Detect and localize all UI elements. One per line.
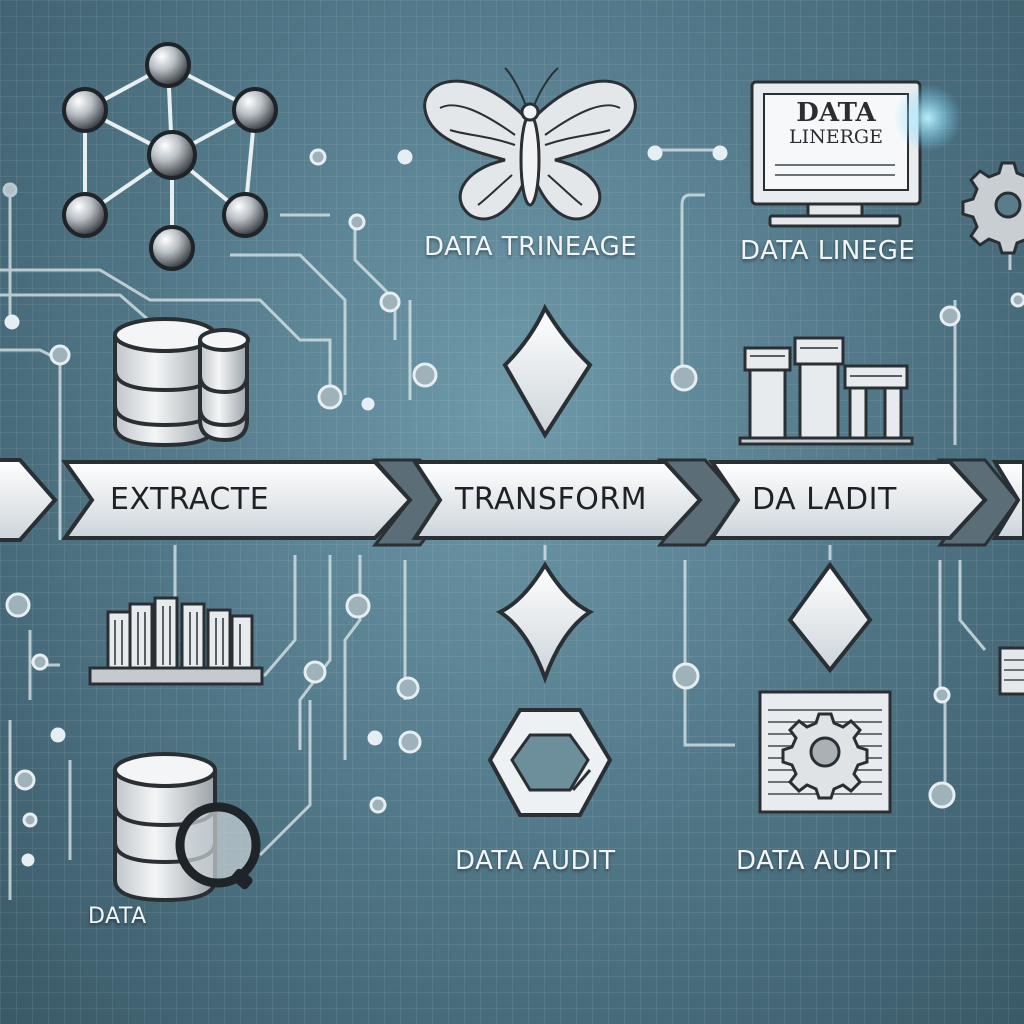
small-panel-icon (998, 646, 1024, 696)
database-search-icon (113, 752, 261, 903)
bar-chart-icon (738, 336, 914, 446)
up-down-arrow-icon (495, 561, 595, 684)
columns-icon (88, 596, 264, 686)
flow-step-transform: TRANSFORM (455, 482, 648, 517)
label-data-audit-middle: DATA AUDIT (455, 846, 616, 876)
butterfly-icon (423, 67, 637, 221)
document-gear-icon (758, 690, 892, 814)
label-data-audit-right: DATA AUDIT (736, 846, 897, 876)
flow-step-1-shape (61, 460, 413, 540)
diamond-icon (787, 561, 873, 674)
circuit-nodes (4, 145, 1024, 867)
flow-step-3-shape (708, 460, 988, 540)
label-data-linege: DATA LINEGE (740, 236, 916, 266)
flow-arrow-lead (0, 458, 58, 542)
monitor-icon (750, 80, 962, 228)
network-graph-icon (62, 42, 278, 271)
flow-step-load: DA LADIT (752, 482, 897, 517)
database-icon (113, 317, 250, 448)
flow-arrows (0, 458, 1024, 547)
gear-icon (961, 161, 1024, 255)
circuit-wires (0, 148, 1012, 900)
down-arrow-icon (502, 303, 593, 439)
hexagon-icon (487, 708, 613, 817)
label-data-bottom: DATA (88, 904, 147, 929)
monitor-screen-subtitle: LINERGE (789, 126, 883, 148)
monitor-screen-title: DATA (796, 98, 876, 128)
label-data-trineage: DATA TRINEAGE (424, 232, 638, 262)
flow-step-2-shape (411, 460, 703, 540)
flow-arrow-tail (991, 460, 1024, 540)
flow-step-extract: EXTRACTE (110, 482, 270, 517)
